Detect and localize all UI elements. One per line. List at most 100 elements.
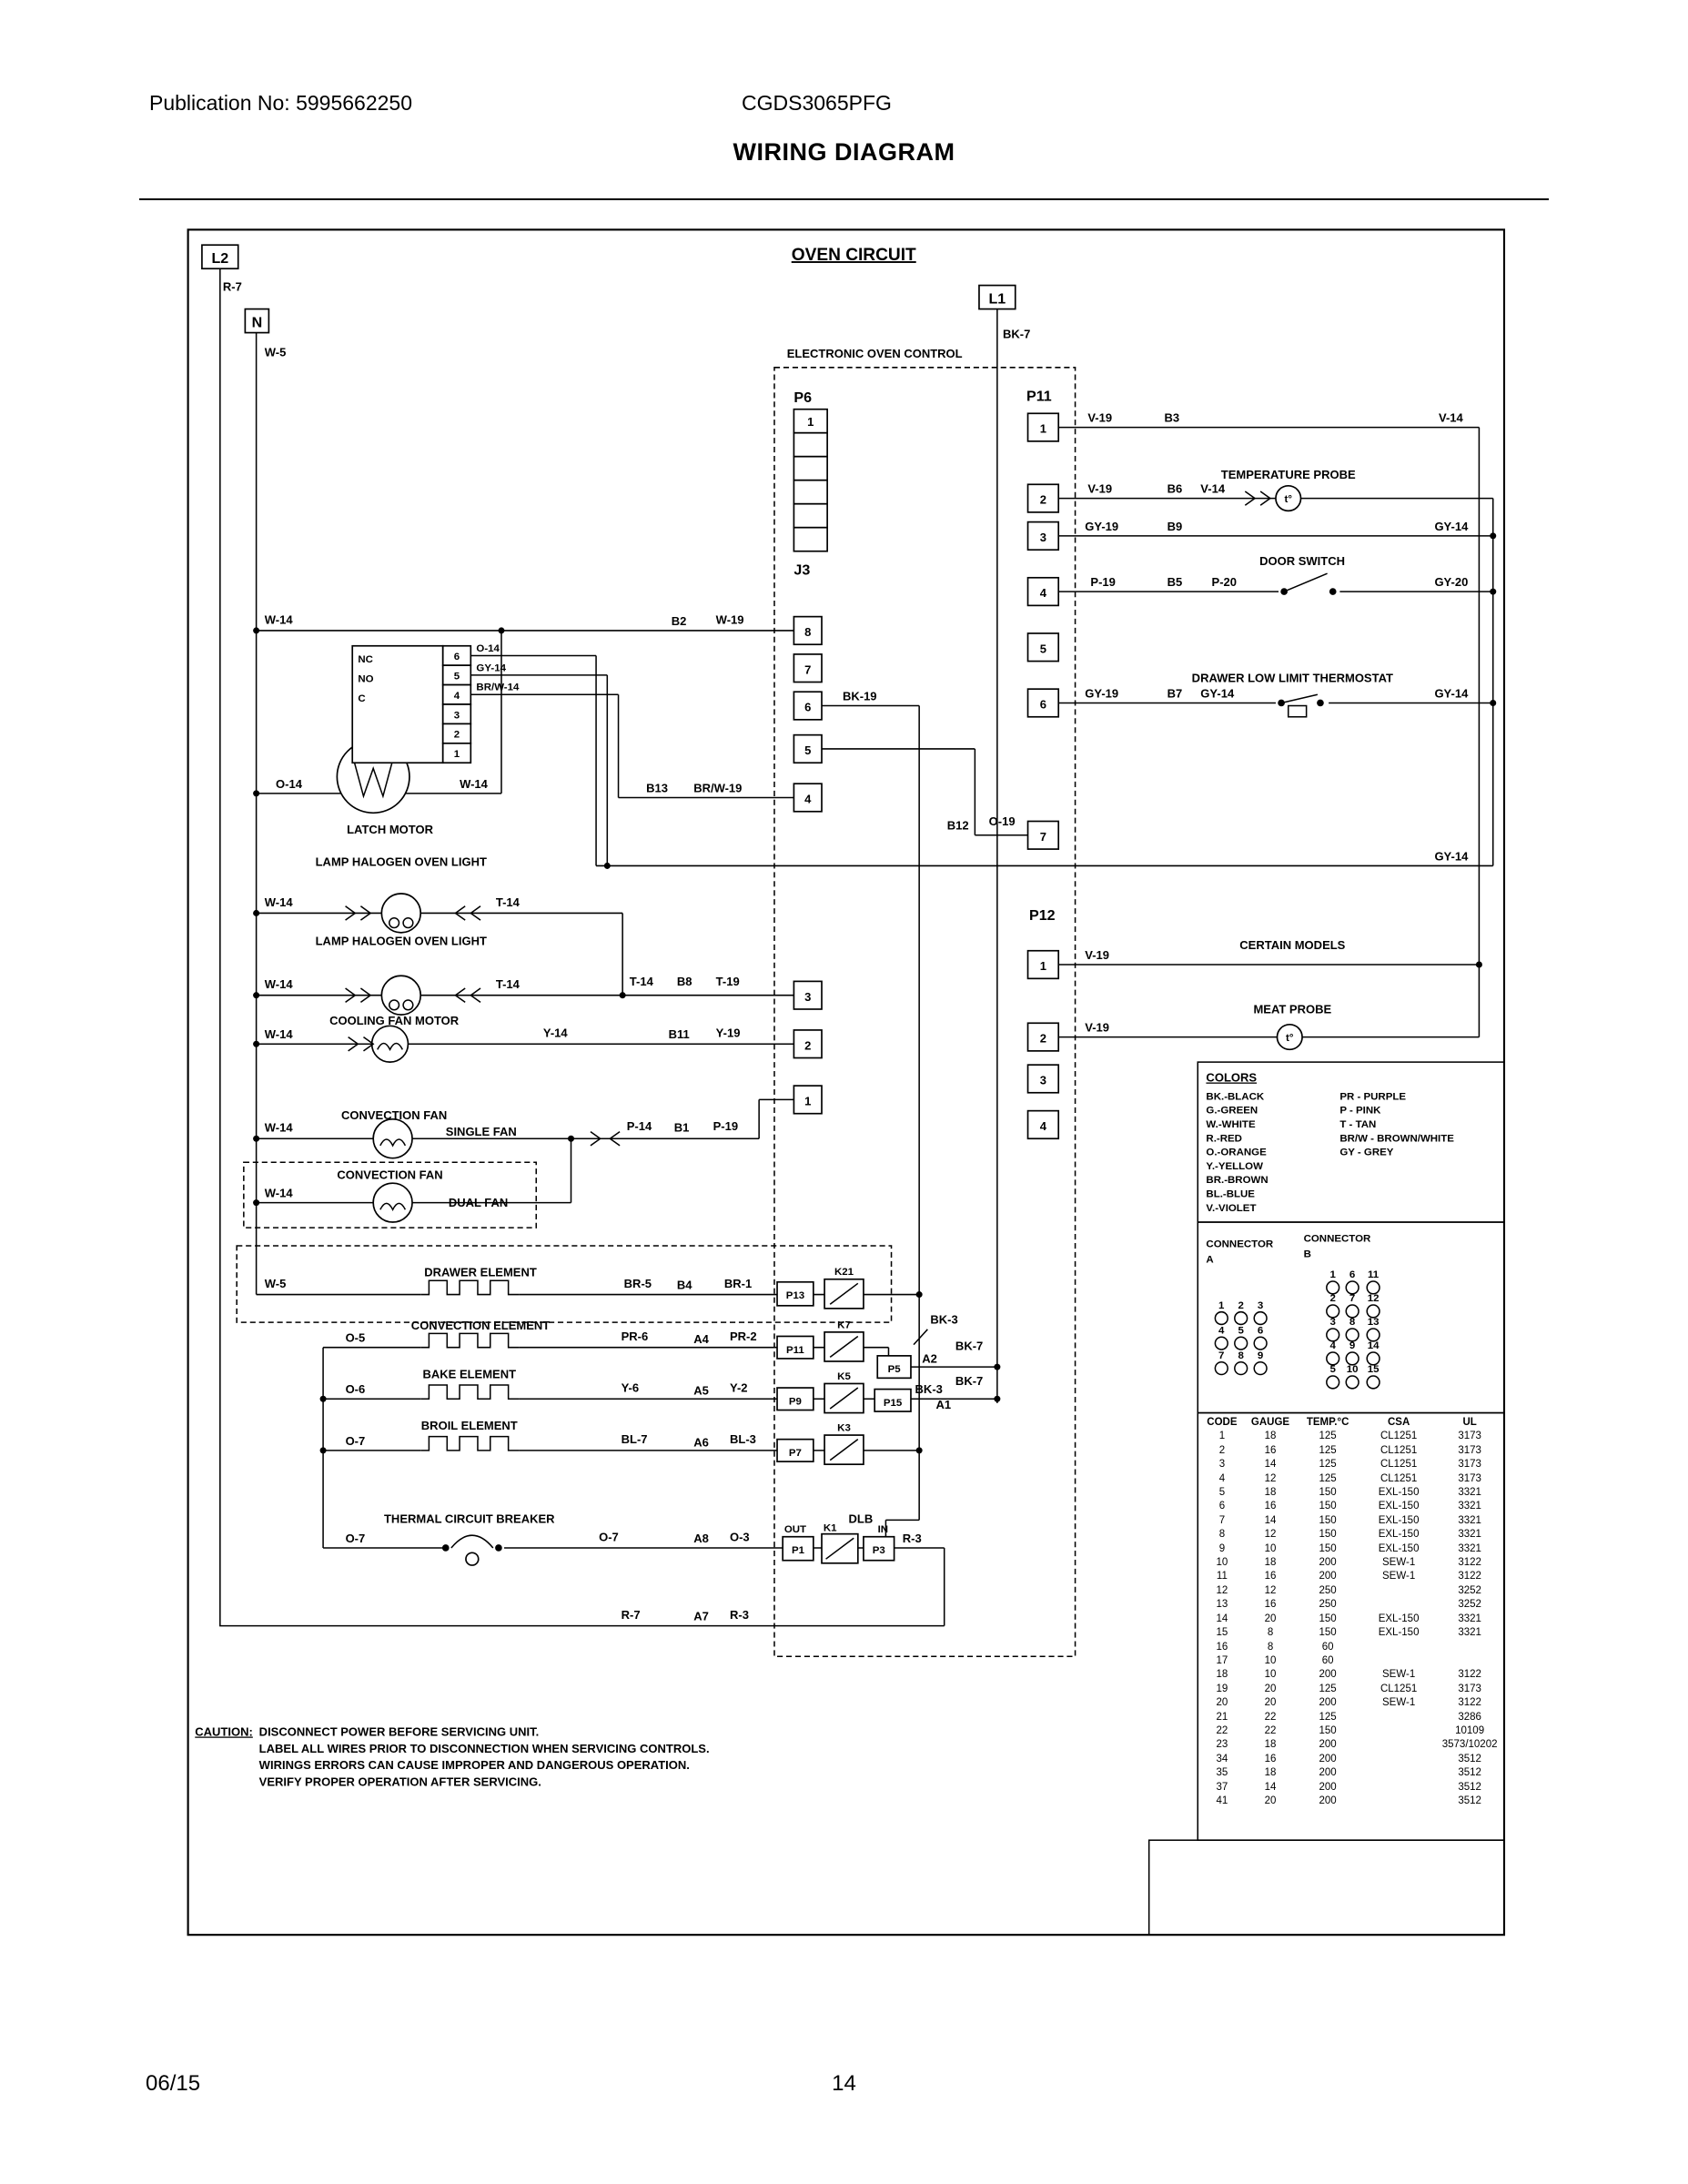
caution-line: WIRINGS ERRORS CAN CAUSE IMPROPER AND DA…	[259, 1758, 690, 1772]
wire-id: B2	[672, 614, 687, 628]
wire-table-cell: 14	[1264, 1514, 1277, 1526]
connector-p11-label: P11	[1026, 389, 1052, 405]
wire-label: Y-6	[622, 1381, 640, 1395]
connector-pin-number: 12	[1368, 1293, 1380, 1304]
wire-table-cell: 3122	[1458, 1669, 1481, 1681]
wire-table-header-cell: CSA	[1387, 1417, 1410, 1428]
wire-table-cell	[1359, 1781, 1438, 1795]
connector-label: P1	[792, 1545, 805, 1556]
color-code: O.-ORANGE	[1206, 1148, 1267, 1158]
wire-table-header-cell: GAUGE	[1250, 1417, 1290, 1428]
wire-table-cell	[1359, 1795, 1438, 1808]
wire-label: GY-19	[1085, 520, 1118, 533]
wire-label: V-19	[1087, 481, 1112, 495]
wire-table-cell: 3321	[1458, 1501, 1481, 1512]
diagram-borders	[187, 228, 1506, 1936]
wire-table-cell: 6	[1218, 1501, 1226, 1512]
wire-table-cell: 19	[1216, 1683, 1228, 1694]
footer-date: 06/15	[146, 2071, 201, 2096]
relay-k7-symbol	[824, 1331, 864, 1362]
wire-id: B9	[1167, 520, 1183, 533]
relay-label: K1	[824, 1523, 837, 1534]
wire-table-cell: 16	[1264, 1501, 1277, 1512]
thermostat-symbol	[1275, 692, 1329, 718]
wire-id: B4	[677, 1278, 692, 1291]
single-fan-motor-symbol	[372, 1117, 413, 1159]
component-title: LAMP HALOGEN OVEN LIGHT	[316, 935, 487, 948]
wire-label: V-19	[1085, 1020, 1109, 1034]
wire-table-cell: 3173	[1458, 1431, 1481, 1442]
connector-pin-number: 2	[1330, 1293, 1336, 1304]
wire-table-cell: 125	[1319, 1459, 1337, 1471]
wire-label: W-14	[460, 777, 489, 791]
door-switch-symbol	[1279, 572, 1340, 603]
wire-table-cell: 17	[1216, 1654, 1228, 1666]
wire-label: W-14	[265, 895, 294, 909]
caution-line: DISCONNECT POWER BEFORE SERVICING UNIT.	[259, 1724, 540, 1738]
wire-label: W-14	[265, 1186, 294, 1199]
pin-number: 6	[804, 701, 811, 714]
wire-table-cell: 150	[1319, 1613, 1337, 1624]
wire-label: T-19	[716, 975, 740, 988]
component-title: LAMP HALOGEN OVEN LIGHT	[316, 854, 487, 868]
wire-table-cell: 22	[1264, 1711, 1277, 1723]
wire-id: B13	[646, 781, 668, 794]
wire-label: W-5	[265, 1277, 287, 1290]
wire-table-cell: 3286	[1458, 1711, 1481, 1723]
wire-label: R-3	[903, 1532, 922, 1545]
wire-table-cell: 18	[1216, 1669, 1228, 1681]
wire-table-cell: 20	[1264, 1613, 1277, 1624]
wire-table-cell: 21	[1216, 1711, 1228, 1723]
connector-label: P11	[786, 1345, 804, 1356]
wire-table-cell: 200	[1319, 1739, 1337, 1751]
wire-label: GY-14	[1434, 849, 1469, 863]
pin-number: 5	[804, 743, 811, 757]
wire-table-cell: CL1251	[1380, 1431, 1418, 1442]
wire-table-cell: 18	[1264, 1557, 1277, 1569]
wire-label: GY-14	[1200, 686, 1235, 700]
component-title: MEAT PROBE	[1253, 1003, 1331, 1016]
color-code: P - PINK	[1339, 1106, 1381, 1117]
wire-label: P-20	[1212, 575, 1237, 589]
eoc-label: ELECTRONIC OVEN CONTROL	[787, 347, 963, 360]
wire-table-cell: 150	[1319, 1542, 1337, 1554]
wire-table-header-cell: UL	[1462, 1417, 1477, 1428]
wire-table-cell: 18	[1264, 1487, 1277, 1499]
component-title: LATCH MOTOR	[347, 823, 433, 836]
pin-number: 4	[1040, 586, 1047, 600]
color-code: G.-GREEN	[1206, 1106, 1258, 1117]
pin-number: 4	[454, 691, 460, 702]
color-code: Y.-YELLOW	[1206, 1161, 1263, 1172]
wire-id: A4	[693, 1332, 709, 1346]
wire-id: B11	[669, 1027, 690, 1041]
wire-table-cell	[1359, 1641, 1438, 1654]
component-title: CONVECTION FAN	[337, 1168, 442, 1182]
wire-table-cell: 10	[1264, 1654, 1277, 1666]
wire-table-cell: 20	[1216, 1697, 1228, 1709]
wire-table-header-cell: CODE	[1207, 1417, 1238, 1428]
wire-label: R-3	[730, 1608, 749, 1622]
wire-label: V-19	[1087, 410, 1112, 424]
relay-k3-symbol	[824, 1434, 864, 1466]
wire-table-cell: 8	[1267, 1641, 1274, 1653]
wire-table-cell: 18	[1264, 1431, 1277, 1442]
inline-connector-icons	[345, 490, 1272, 1147]
wire-table-cell: 3573/10202	[1441, 1739, 1498, 1751]
wire-table-cell: 150	[1319, 1529, 1337, 1541]
wire-table-cell: 18	[1264, 1767, 1277, 1779]
wire-table-cell	[1438, 1641, 1501, 1654]
dlb-label: DLB	[849, 1512, 874, 1525]
wire-label: O-7	[346, 1532, 366, 1545]
terminal-l2-label: L2	[211, 250, 228, 267]
wire-table-cell: 3321	[1458, 1627, 1481, 1639]
component-title: DOOR SWITCH	[1259, 554, 1345, 568]
wire-label: W-19	[716, 612, 744, 626]
wire-table-cell: 13	[1216, 1599, 1228, 1611]
circuit-title: OVEN CIRCUIT	[792, 246, 916, 265]
relay-label: K21	[834, 1267, 854, 1278]
wire-table-cell: 14	[1264, 1459, 1277, 1471]
wire-id: A1	[936, 1398, 952, 1411]
wire-label: BR/W-19	[693, 781, 742, 794]
wire-table-cell	[1359, 1711, 1438, 1724]
